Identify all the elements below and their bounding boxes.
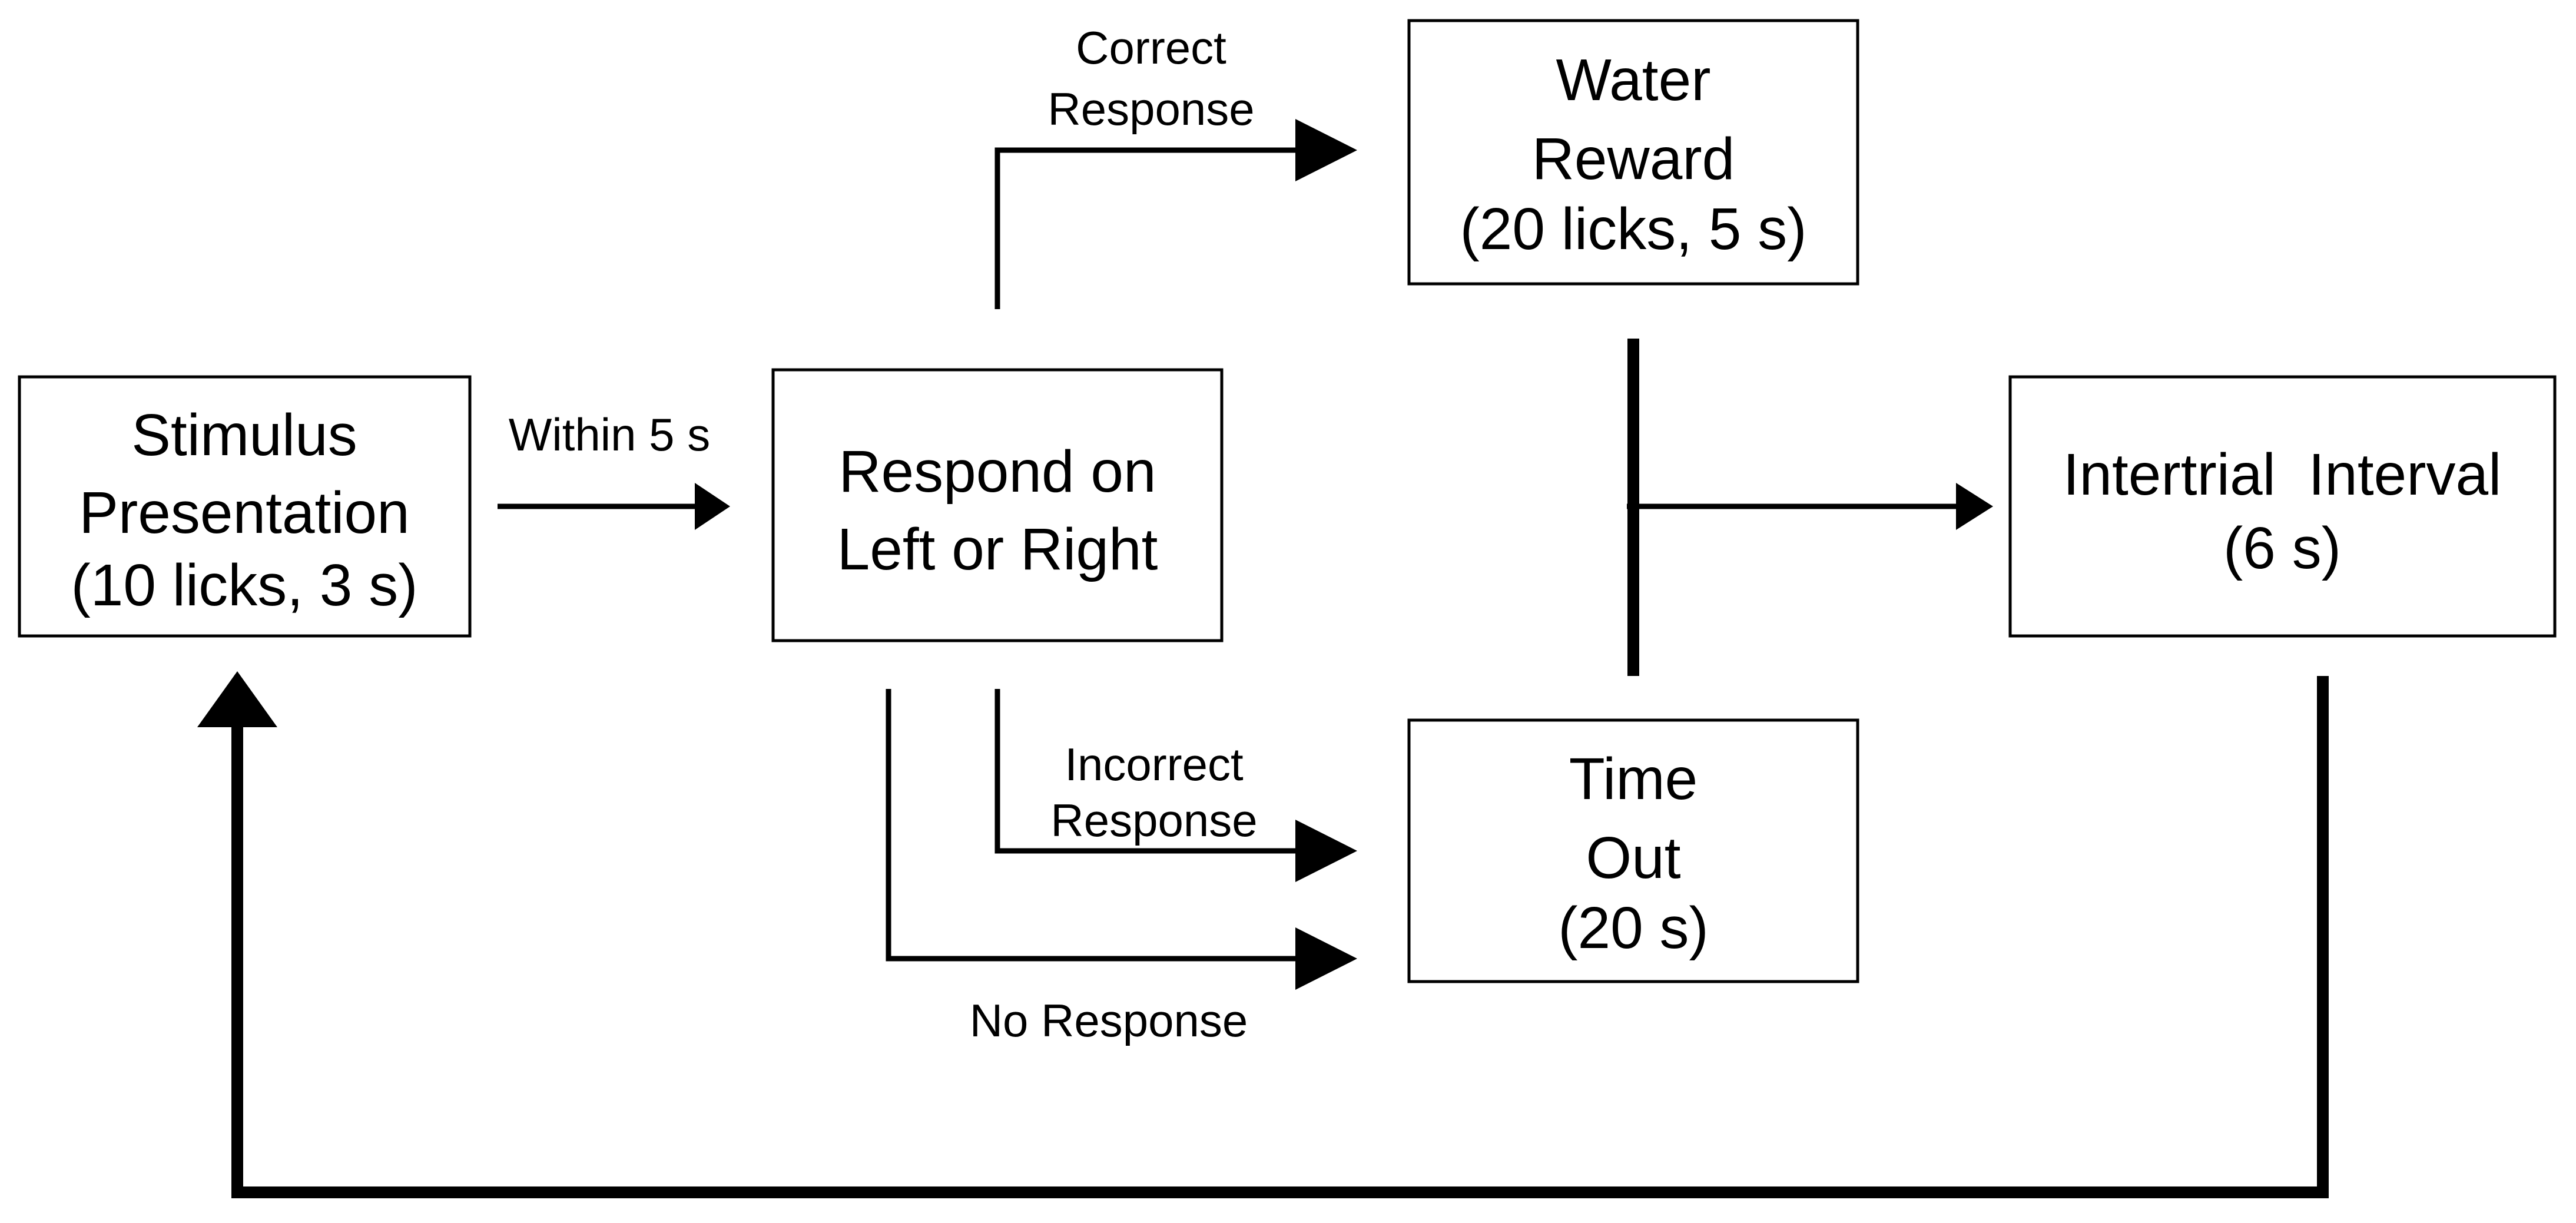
stimulus-box-line-1: Stimulus	[131, 402, 357, 468]
correct-label-line-2: Response	[1047, 83, 1254, 135]
time-out-box: Time Out (20 s)	[1407, 718, 1859, 983]
no-response-label: No Response	[970, 995, 1248, 1046]
iti-box-line-1: Intertrial Interval	[2063, 442, 2502, 508]
within-arrow	[498, 483, 730, 530]
to-intertrial-arrow	[1627, 483, 1993, 530]
stimulus-box-line-3: (10 licks, 3 s)	[71, 552, 417, 618]
respond-box-line-1: Respond on	[838, 439, 1156, 505]
water-box-line-1: Water	[1556, 47, 1711, 113]
respond-box-line-2: Left or Right	[837, 516, 1158, 582]
water-reward-box: Water Reward (20 licks, 5 s)	[1407, 19, 1859, 286]
intertrial-interval-box: Intertrial Interval (6 s)	[2008, 375, 2557, 638]
timeout-box-line-3: (20 s)	[1558, 895, 1709, 961]
water-box-line-3: (20 licks, 5 s)	[1460, 196, 1806, 262]
no-response-arrow	[886, 689, 1357, 990]
within-label: Within 5 s	[509, 409, 710, 460]
timeout-box-line-1: Time	[1569, 746, 1698, 812]
timeout-box-line-2: Out	[1586, 825, 1680, 891]
incorrect-label-line-2: Response	[1050, 794, 1257, 846]
incorrect-label-line-1: Incorrect	[1065, 738, 1244, 790]
loop-back-arrow	[197, 671, 2329, 1198]
stimulus-presentation-box: Stimulus Presentation (10 licks, 3 s)	[18, 375, 472, 638]
respond-box: Respond on Left or Right	[771, 368, 1224, 642]
stimulus-box-line-2: Presentation	[79, 480, 409, 546]
water-box-line-2: Reward	[1532, 126, 1735, 192]
iti-box-line-2: (6 s)	[2223, 515, 2341, 581]
incorrect-response-arrow	[994, 689, 1357, 882]
correct-response-arrow	[994, 119, 1357, 309]
correct-label-line-1: Correct	[1076, 22, 1226, 74]
